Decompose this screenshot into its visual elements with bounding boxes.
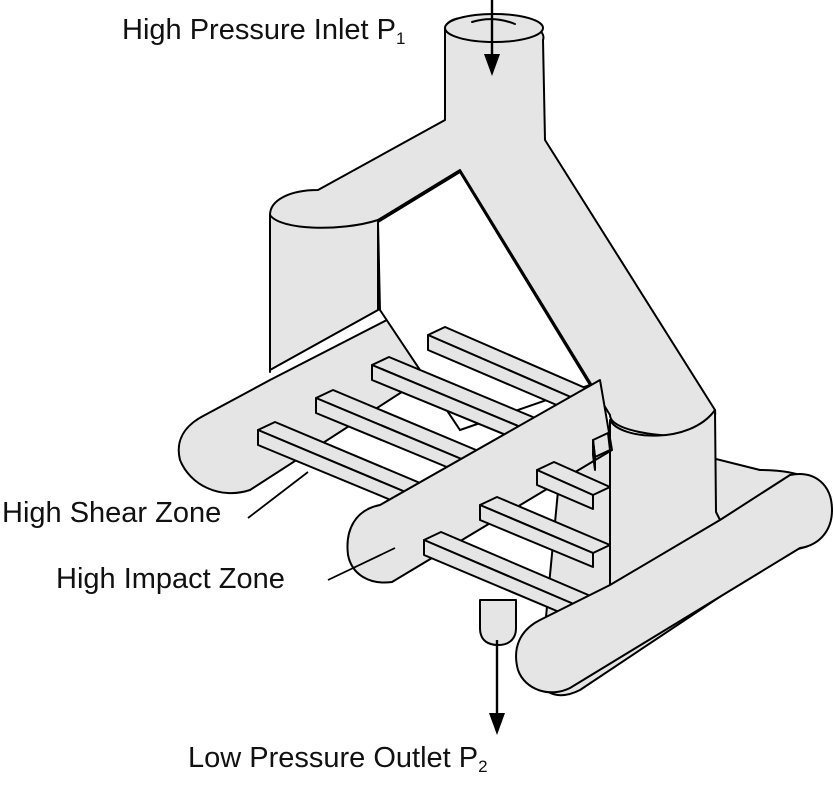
impact-zone-label: High Impact Zone — [56, 565, 285, 594]
manifold-window — [376, 170, 592, 432]
impact-zone-label-text: High Impact Zone — [56, 563, 285, 595]
inlet-label: High Pressure Inlet P1 — [122, 14, 406, 48]
shear-bar — [592, 432, 611, 471]
front-center-manifold — [346, 379, 613, 584]
shear-bar-bank-lower — [423, 432, 611, 623]
shear-zone-label: High Shear Zone — [2, 499, 221, 528]
shear-bar-bank-upper — [257, 326, 591, 511]
outlet-label: Low Pressure Outlet P2 — [188, 742, 488, 776]
front-right-manifold — [515, 473, 833, 694]
inlet-label-text: High Pressure Inlet P — [122, 14, 397, 46]
inlet-label-subscript: 1 — [396, 29, 406, 48]
inlet-opening — [444, 13, 544, 43]
shear-bar — [371, 356, 541, 443]
shear-bar — [257, 421, 433, 511]
outlet-nozzle — [479, 599, 517, 646]
outlet-column — [609, 409, 721, 601]
impact-zone-leader — [327, 547, 396, 581]
shear-zone-leader — [247, 471, 309, 519]
outlet-label-subscript: 2 — [478, 757, 488, 776]
inlet-arrow — [484, 0, 500, 76]
outlet-arrow — [489, 640, 505, 735]
shear-bar — [536, 461, 611, 510]
shear-bar — [479, 496, 611, 568]
outlet-label-text: Low Pressure Outlet P — [188, 742, 479, 774]
shear-zone-label-text: High Shear Zone — [2, 497, 222, 529]
